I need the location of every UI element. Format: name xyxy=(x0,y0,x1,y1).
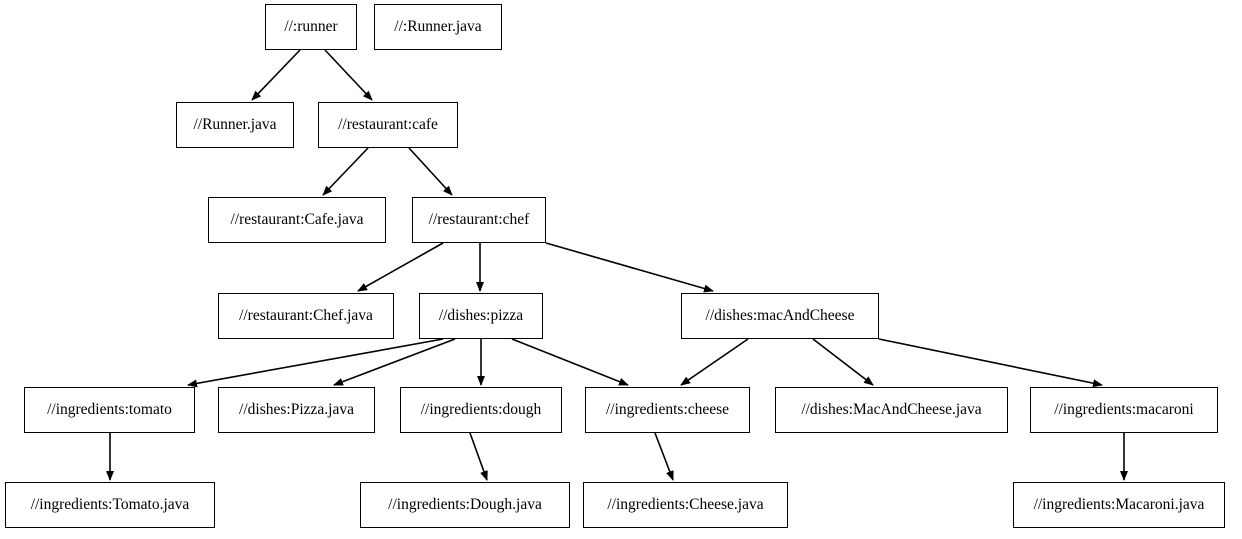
graph-node-ingredients_cheese[interactable]: //ingredients:cheese xyxy=(585,387,750,433)
graph-node-ingredients_macaroni_java[interactable]: //ingredients:Macaroni.java xyxy=(1013,482,1225,528)
graph-node-label: //restaurant:chef xyxy=(428,211,530,229)
graph-node-label: //ingredients:tomato xyxy=(47,401,172,419)
graph-node-label: //Runner.java xyxy=(193,116,277,134)
graph-node-ingredients_tomato[interactable]: //ingredients:tomato xyxy=(24,387,195,433)
graph-node-ingredients_dough_java[interactable]: //ingredients:Dough.java xyxy=(360,482,570,528)
graph-node-restaurant_cafe[interactable]: //restaurant:cafe xyxy=(318,102,458,148)
graph-node-label: //:Runner.java xyxy=(394,18,482,36)
graph-node-label: //ingredients:macaroni xyxy=(1054,401,1194,419)
graph-node-label: //ingredients:Macaroni.java xyxy=(1033,496,1205,514)
graph-node-ingredients_cheese_java[interactable]: //ingredients:Cheese.java xyxy=(583,482,788,528)
graph-node-label: //ingredients:Dough.java xyxy=(388,496,542,514)
graph-node-label: //dishes:MacAndCheese.java xyxy=(801,401,982,419)
graph-node-label: //ingredients:Tomato.java xyxy=(30,496,190,514)
graph-node-restaurant_chef_java[interactable]: //restaurant:Chef.java xyxy=(218,293,394,339)
graph-node-label: //dishes:macAndCheese xyxy=(705,307,855,325)
graph-node-dishes_pizza[interactable]: //dishes:pizza xyxy=(419,293,543,339)
graph-node-label: //ingredients:dough xyxy=(420,401,542,419)
graph-node-dishes_macandcheese_java[interactable]: //dishes:MacAndCheese.java xyxy=(775,387,1008,433)
graph-node-label: //restaurant:Chef.java xyxy=(239,307,373,325)
graph-node-restaurant_cafe_java[interactable]: //restaurant:Cafe.java xyxy=(208,197,386,243)
graph-node-root_runner_java[interactable]: //:Runner.java xyxy=(374,4,502,50)
graph-node-label: //:runner xyxy=(284,18,338,36)
graph-node-label: //restaurant:cafe xyxy=(338,116,438,134)
graph-node-label: //ingredients:Cheese.java xyxy=(607,496,764,514)
graph-node-runner_java[interactable]: //Runner.java xyxy=(176,102,294,148)
graph-node-label: //restaurant:Cafe.java xyxy=(230,211,364,229)
graph-node-dishes_macandcheese[interactable]: //dishes:macAndCheese xyxy=(681,293,879,339)
graph-node-ingredients_macaroni[interactable]: //ingredients:macaroni xyxy=(1030,387,1218,433)
graph-node-label: //dishes:Pizza.java xyxy=(239,401,354,419)
graph-node-ingredients_dough[interactable]: //ingredients:dough xyxy=(400,387,562,433)
graph-node-dishes_pizza_java[interactable]: //dishes:Pizza.java xyxy=(218,387,375,433)
graph-node-label: //dishes:pizza xyxy=(438,307,524,325)
graph-node-ingredients_tomato_java[interactable]: //ingredients:Tomato.java xyxy=(5,482,215,528)
graph-node-runner[interactable]: //:runner xyxy=(265,4,357,50)
graph-node-restaurant_chef[interactable]: //restaurant:chef xyxy=(412,197,546,243)
graph-node-label: //ingredients:cheese xyxy=(605,401,730,419)
